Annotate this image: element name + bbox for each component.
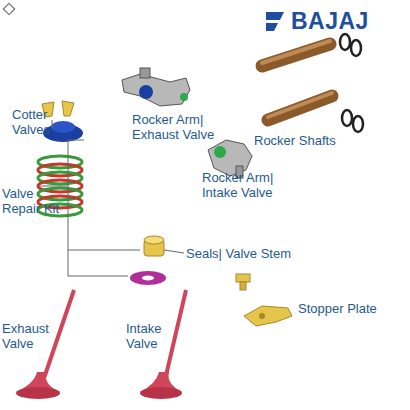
stopper-plate <box>244 306 292 326</box>
brand-logo: BAJAJ <box>291 8 401 34</box>
part-label: Rocker Arm| Intake Valve <box>202 170 302 200</box>
rocker-arm <box>122 68 190 106</box>
shaft-washer <box>340 34 363 132</box>
stopper-bolt <box>236 274 250 290</box>
spring-washer <box>130 271 166 285</box>
corner-icon <box>3 3 14 14</box>
kit-bracket <box>38 120 184 276</box>
part-label: Intake Valve <box>126 321 176 351</box>
part-label: Seals| Valve Stem <box>186 246 316 261</box>
valve-seal <box>144 236 164 256</box>
part-label: Valve Repair Kit <box>2 186 68 216</box>
part-label: Rocker Arm| Exhaust Valve <box>132 112 232 142</box>
rocker-shaft <box>262 41 332 120</box>
part-label: Rocker Shafts <box>254 133 364 148</box>
part-label: Stopper Plate <box>298 301 398 316</box>
logo-emblem <box>266 12 284 31</box>
part-label: Cotter Valves <box>12 107 62 137</box>
part-label: Exhaust Valve <box>2 321 60 351</box>
